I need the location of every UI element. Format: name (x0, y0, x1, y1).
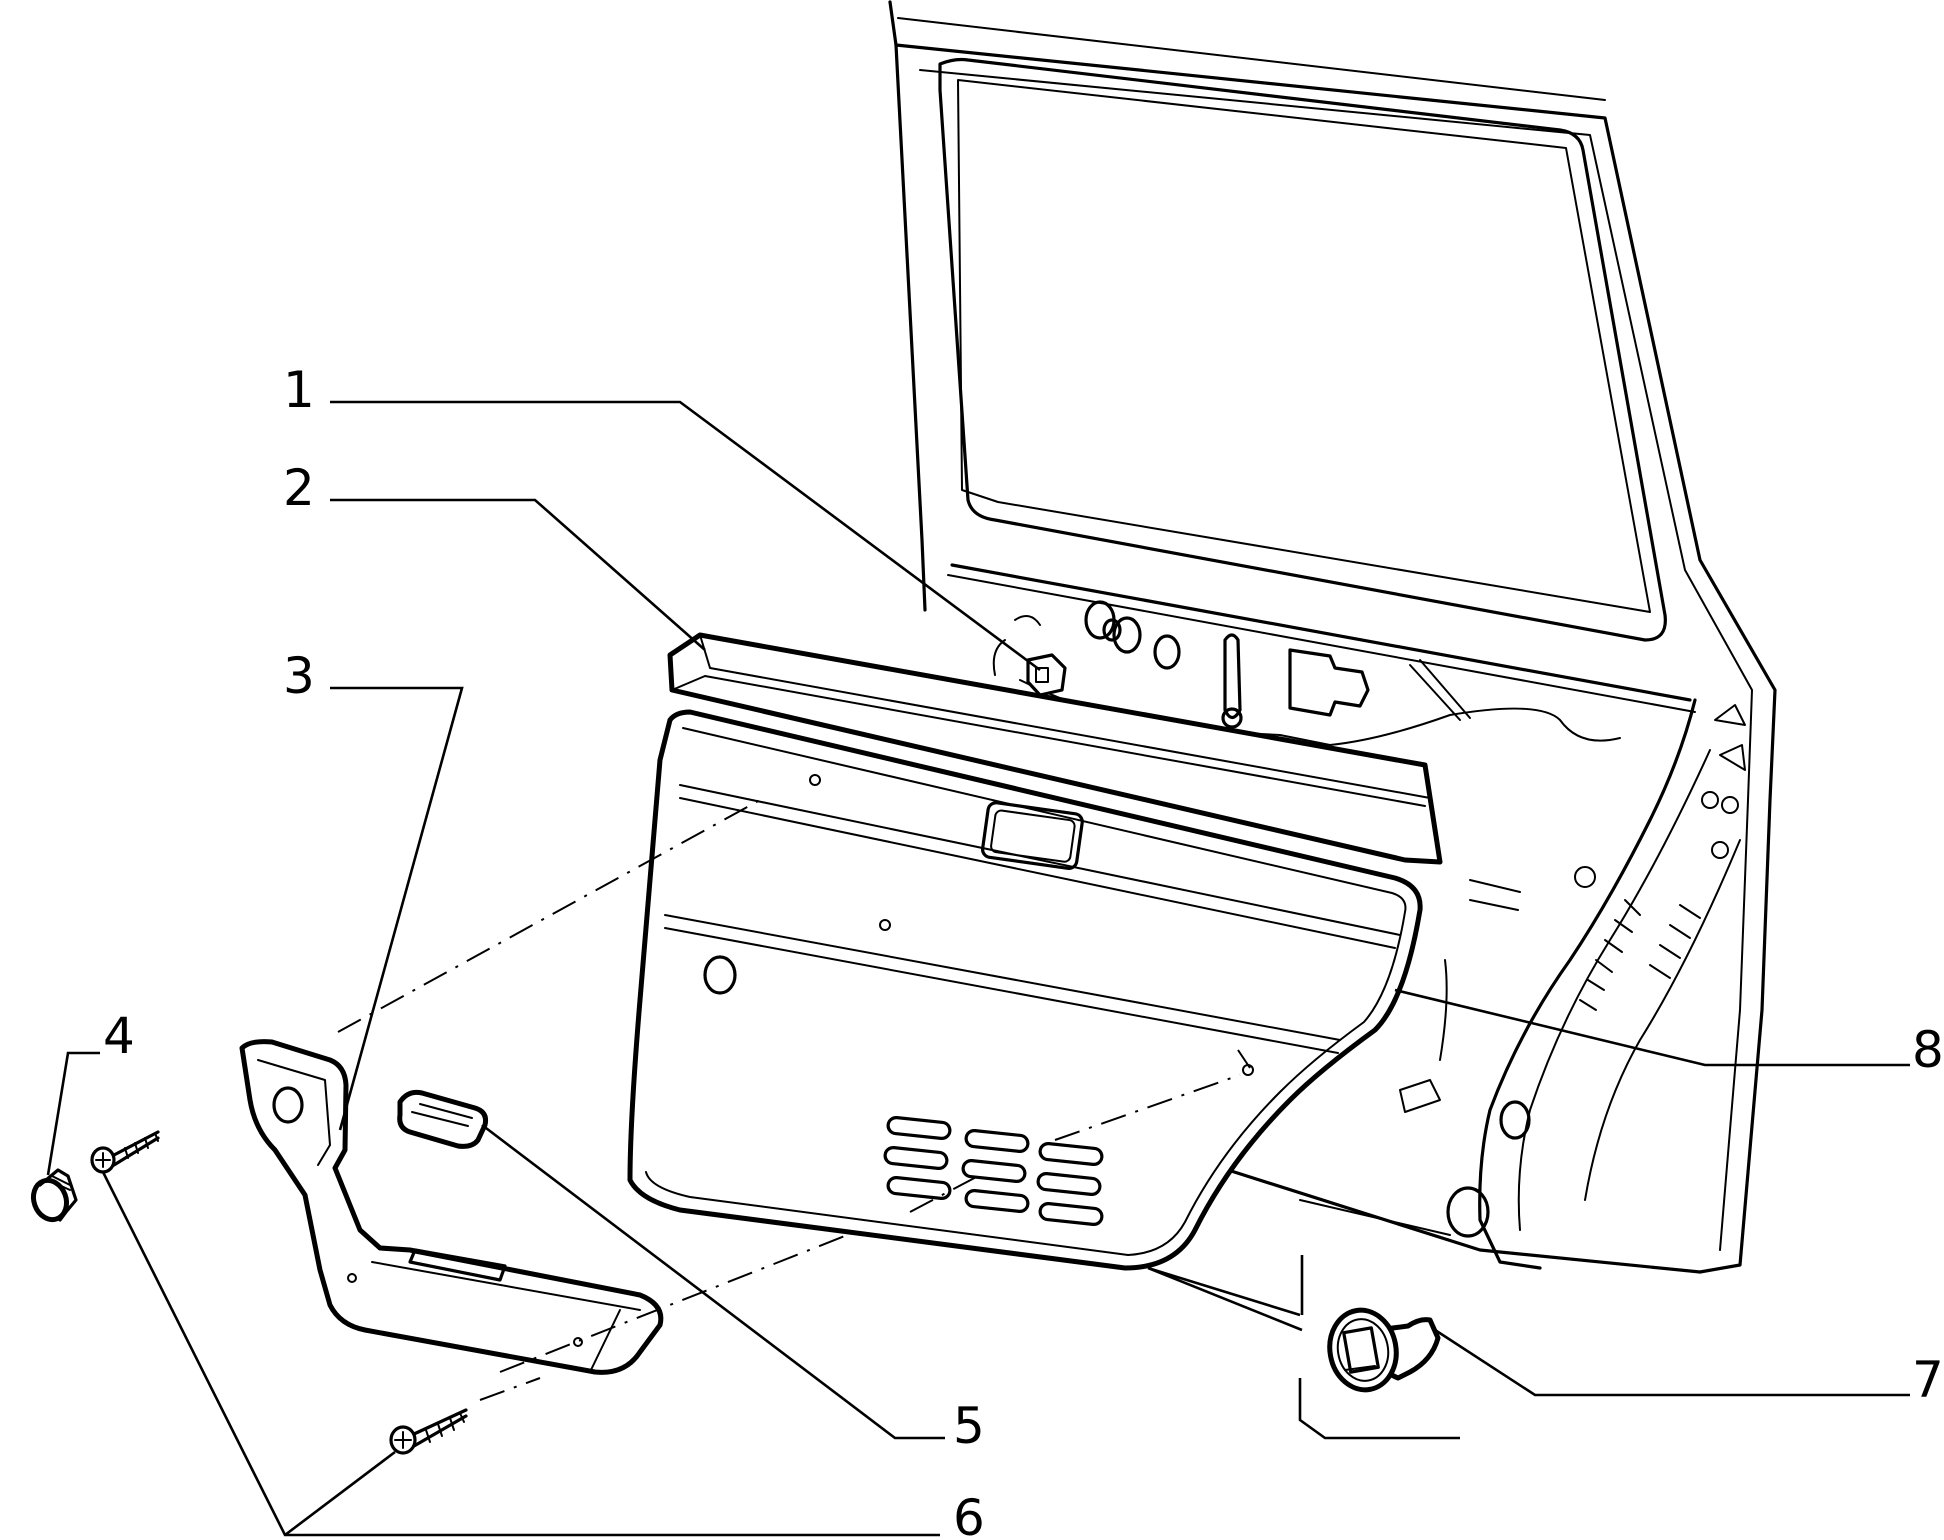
callout-1: 1 (283, 361, 315, 419)
callout-2: 2 (283, 459, 315, 517)
part-4-plug (30, 1168, 78, 1223)
part-5-insert-cap (397, 1089, 488, 1149)
speaker-grille (883, 1115, 1104, 1227)
callout-7: 7 (1912, 1351, 1944, 1409)
door-shell (888, 0, 1777, 1274)
callout-4: 4 (103, 1007, 135, 1065)
part-2-upper-trim-strip (667, 632, 1443, 865)
part-6-screw-upper (90, 1130, 160, 1174)
assembly-axis-lines (337, 799, 1251, 1401)
leader-lines (46, 400, 1910, 1537)
part-3-armrest (239, 1039, 664, 1375)
part-8-door-trim-panel (627, 709, 1423, 1271)
callout-5: 5 (953, 1397, 985, 1455)
part-6-screw-lower (389, 1408, 468, 1455)
part-1-retaining-clip (1026, 653, 1067, 697)
callout-6: 6 (953, 1489, 985, 1540)
callout-labels: 1 2 3 4 5 6 7 8 (103, 361, 1944, 1540)
part-7-push-fastener (1327, 1307, 1441, 1393)
callout-8: 8 (1912, 1021, 1944, 1079)
callout-3: 3 (283, 647, 315, 705)
